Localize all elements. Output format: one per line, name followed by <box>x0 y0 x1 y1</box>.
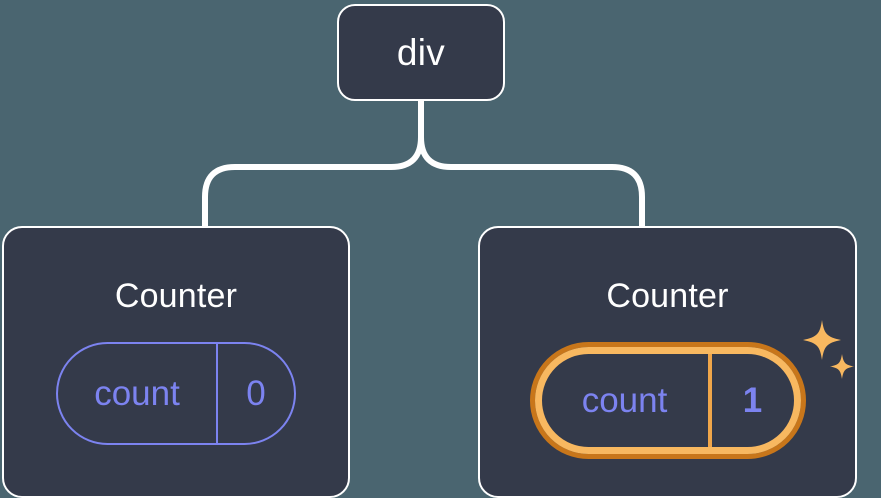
node-counter-left-title: Counter <box>114 277 238 315</box>
state-key-left: count <box>94 374 180 413</box>
state-pill-right-highlighted[interactable]: count 1 <box>529 342 806 459</box>
node-counter-left[interactable]: Counter count 0 <box>2 226 350 498</box>
state-value-right: 1 <box>707 354 794 447</box>
state-key-right: count <box>581 381 668 420</box>
node-div-label: div <box>396 32 446 73</box>
state-pill-wrap-left: count 0 <box>56 342 296 445</box>
connector-branch-right <box>418 134 645 231</box>
node-counter-right[interactable]: Counter count 1 <box>478 226 857 498</box>
node-div[interactable]: div <box>337 4 505 101</box>
state-pill-right-inner: count 1 <box>534 347 801 454</box>
connector-branch-left <box>202 134 424 231</box>
state-value-left: 0 <box>216 344 294 443</box>
state-pill-left[interactable]: count 0 <box>56 342 296 445</box>
node-counter-right-title: Counter <box>606 277 729 315</box>
state-pill-wrap-right: count 1 <box>529 342 806 459</box>
